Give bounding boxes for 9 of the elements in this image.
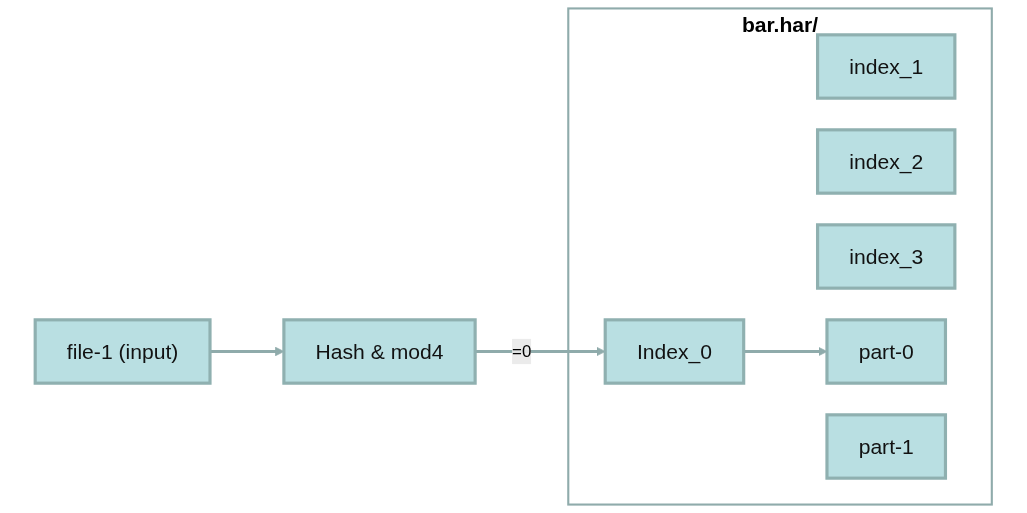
node-box: Index_0 <box>603 318 746 385</box>
node-box: index_2 <box>816 128 957 195</box>
node-box: part-0 <box>825 318 948 385</box>
node-box: file-1 (input) <box>33 318 212 385</box>
node-box: part-1 <box>825 413 948 480</box>
node-box: index_1 <box>816 33 957 100</box>
node-box: Hash & mod4 <box>282 318 477 385</box>
edge-label: =0 <box>512 342 532 360</box>
node-box: index_3 <box>816 223 957 290</box>
